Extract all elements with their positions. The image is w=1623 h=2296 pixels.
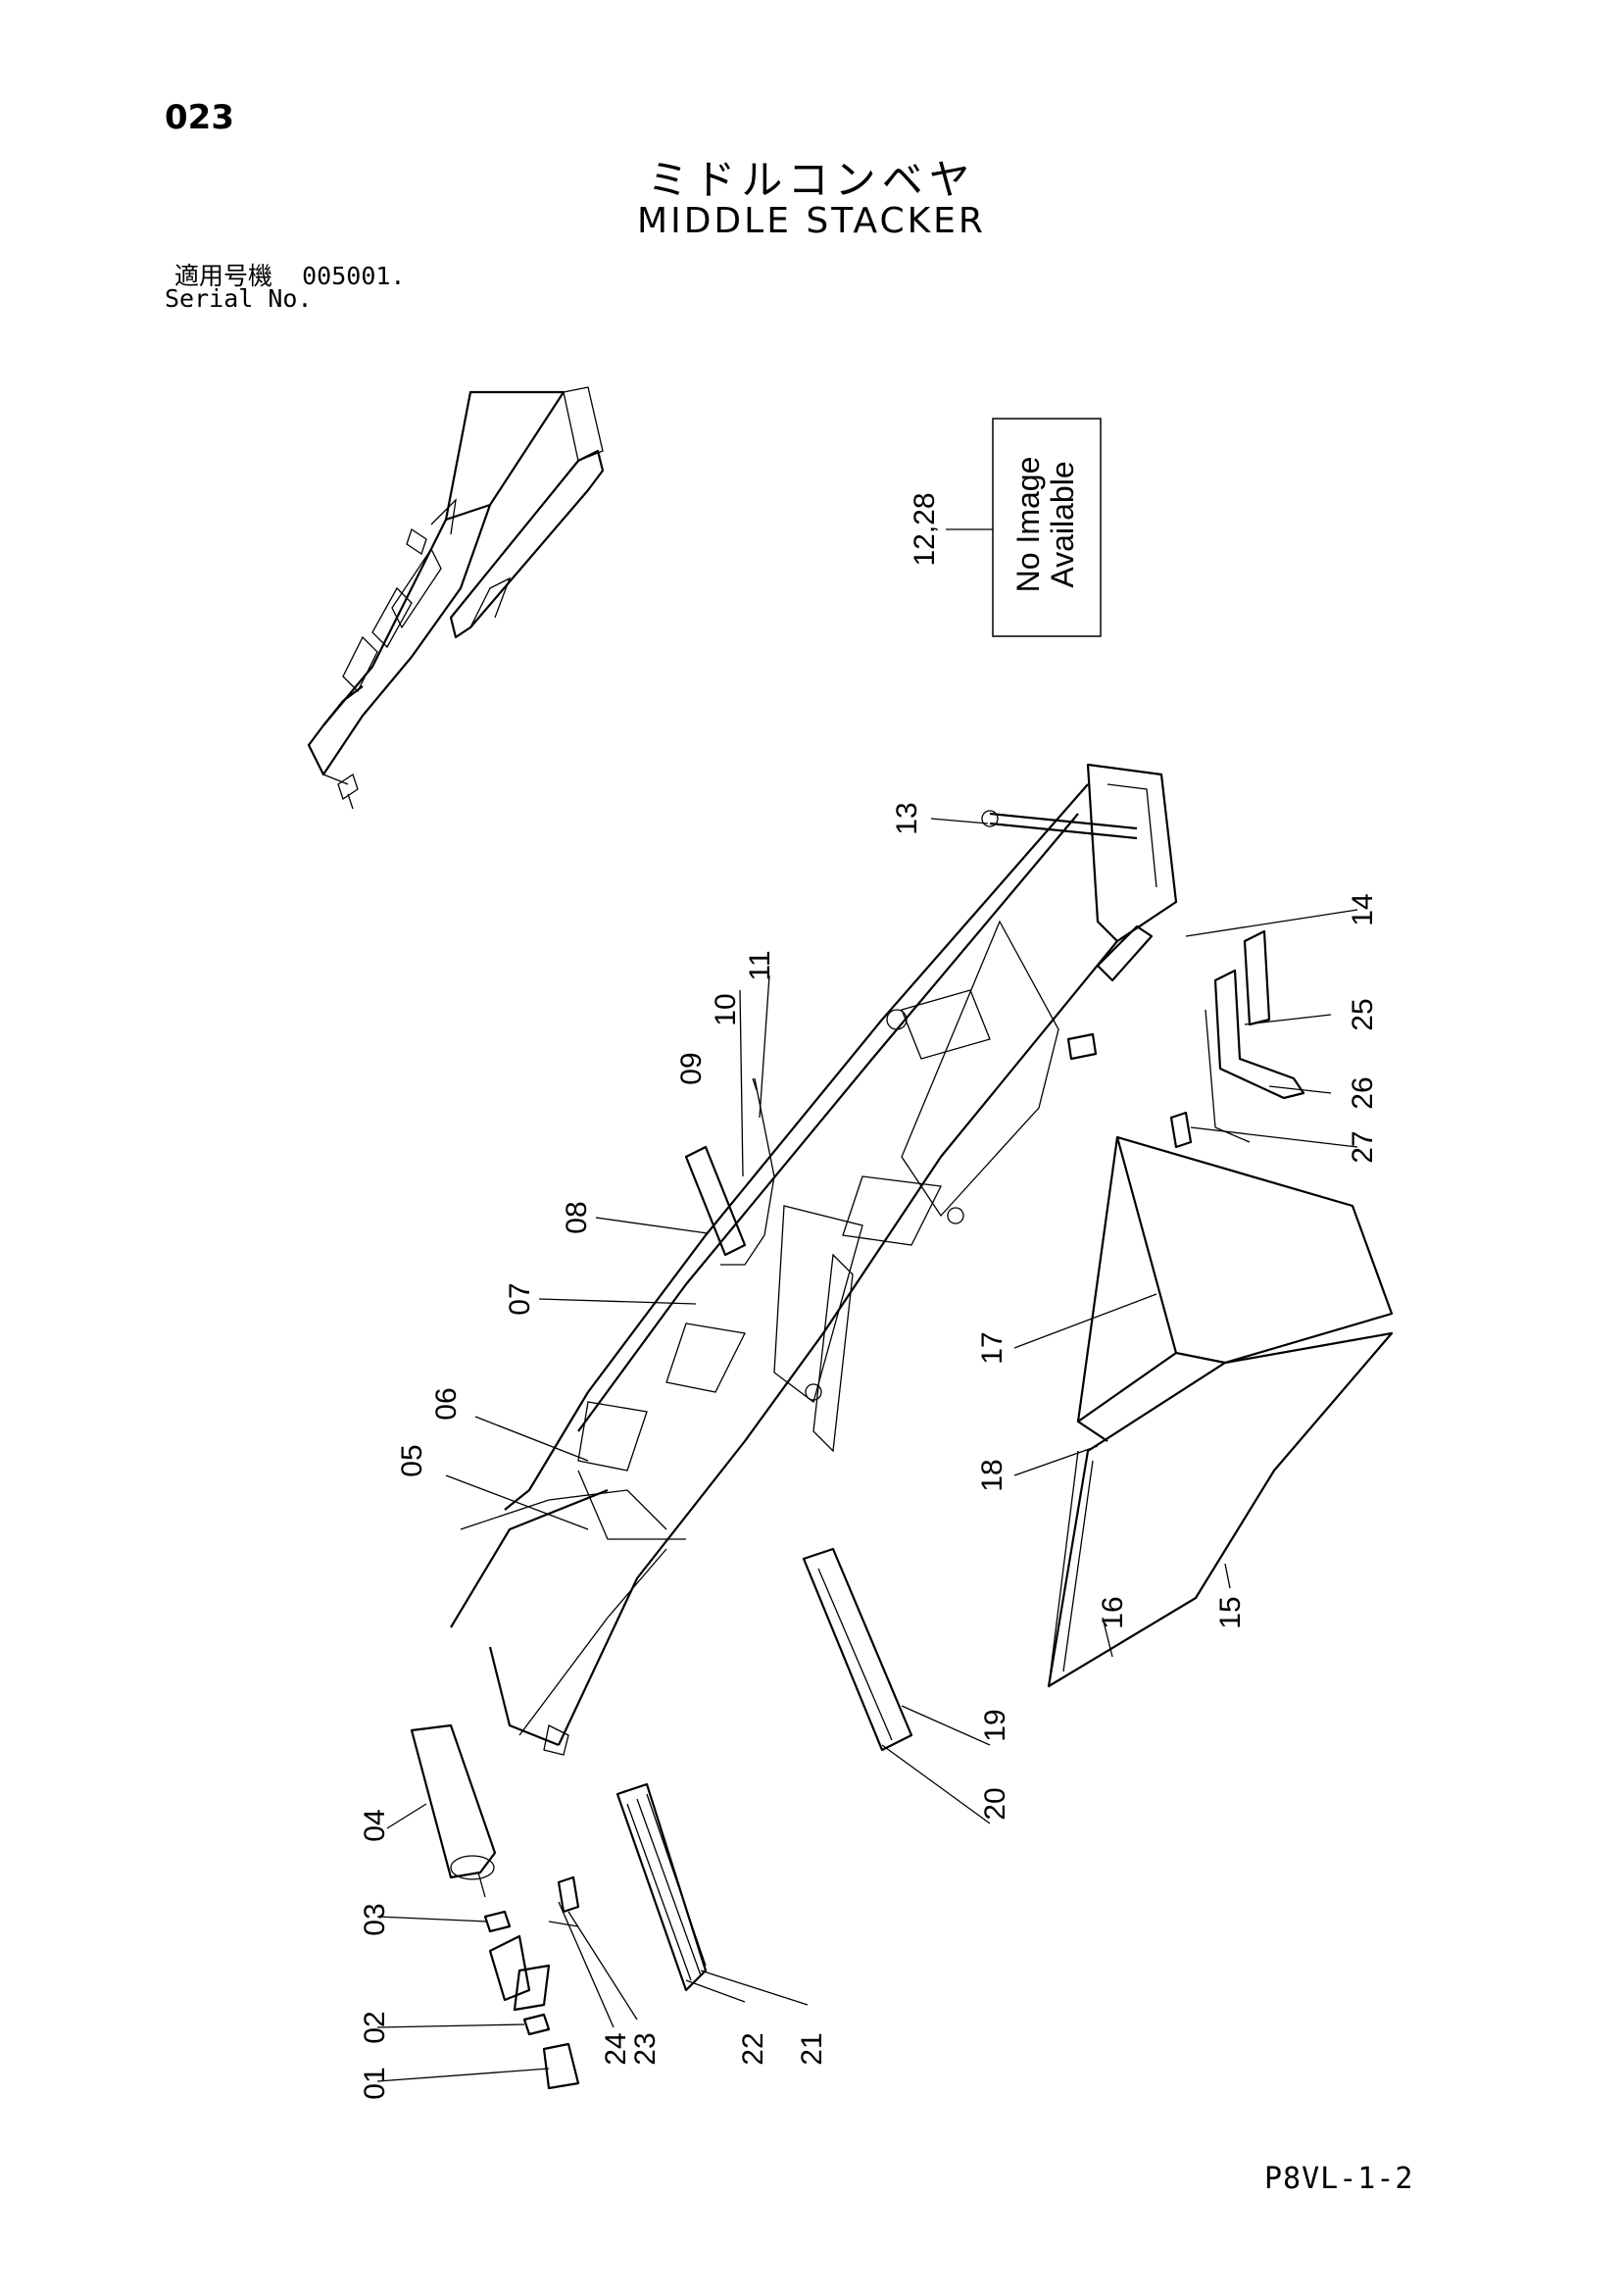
callout-16: 16 [1097,1596,1129,1628]
callout-02: 02 [359,2011,391,2043]
title-japanese: ミドルコンベヤ [647,156,976,204]
callout-07: 07 [504,1282,536,1315]
page-number: 023 [165,98,234,137]
hopper-chute [1047,1135,1394,1688]
brackets [1066,929,1305,1149]
callout-08: 08 [561,1201,593,1233]
callout-14: 14 [1347,893,1379,925]
no-image-text-line1: No Image [1010,457,1046,593]
callout-11: 11 [744,950,776,980]
callout-10: 10 [710,993,742,1025]
callout-06: 06 [430,1387,463,1420]
callout-17: 17 [976,1331,1008,1364]
callout-26: 26 [1347,1076,1379,1109]
callout-23: 23 [629,2032,662,2065]
footer-code: P8VL-1-2 [1264,2162,1414,2196]
lower-parts [410,1547,913,2090]
callout-04: 04 [359,1809,391,1841]
callout-labels: 13 14 25 26 27 17 18 15 16 19 20 07 08 0… [359,802,1379,2099]
callout-13: 13 [891,802,923,834]
serial-label-jp: 適用号機 [174,262,273,290]
conveyor-frame [450,763,1178,1756]
callout-05: 05 [396,1444,428,1476]
serial-number-japanese: 適用号機 005001. [174,257,405,292]
assembly-overview-thumbnail [307,386,605,810]
callout-09: 09 [675,1052,708,1084]
callout-19: 19 [979,1709,1011,1741]
callout-18: 18 [976,1459,1008,1491]
callout-24: 24 [600,2032,632,2065]
no-image-text-line2: Available [1045,461,1080,587]
callout-27: 27 [1347,1130,1379,1163]
callout-25: 25 [1347,998,1379,1030]
callout-21: 21 [796,2032,828,2065]
leader-lines [376,818,1358,2082]
callout-01: 01 [359,2067,391,2099]
callout-03: 03 [359,1903,391,1935]
callout-15: 15 [1214,1596,1247,1628]
cylinder-parts [684,810,1154,1266]
serial-value: 005001. [302,262,406,290]
callout-20: 20 [979,1787,1011,1820]
callout-22: 22 [737,2032,769,2065]
no-image-placeholder: No Image Available 12,28 [909,418,1102,637]
callout-12-28: 12,28 [909,492,941,566]
title-english: MIDDLE STACKER [637,201,986,241]
serial-label-english: Serial No. [165,284,313,313]
